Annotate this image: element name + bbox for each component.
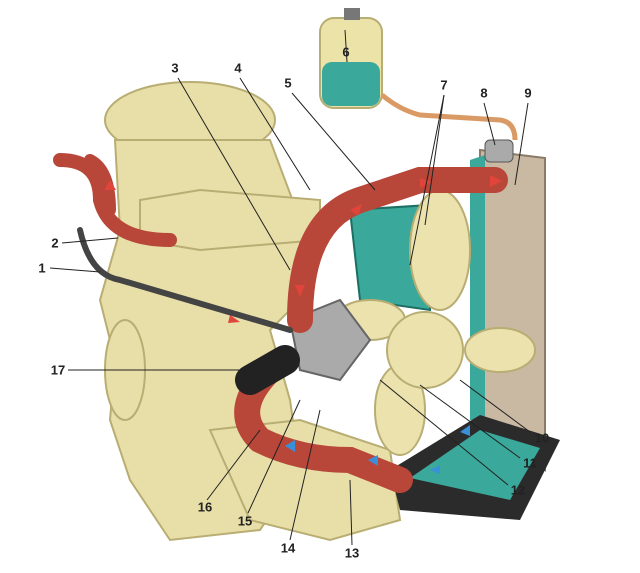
callout-10: 10	[534, 430, 550, 446]
callout-13: 13	[344, 545, 360, 561]
radiator	[390, 139, 560, 520]
callout-6: 6	[342, 44, 350, 60]
callout-12: 12	[510, 482, 526, 498]
callout-15: 15	[237, 513, 253, 529]
heater-pipe	[77, 227, 293, 333]
callout-14: 14	[280, 540, 296, 556]
callout-17: 17	[50, 362, 66, 378]
fan	[334, 189, 536, 456]
callout-9: 9	[524, 85, 532, 101]
tank-hose	[380, 93, 518, 141]
heater-hose-2	[84, 154, 116, 216]
callout-16: 16	[197, 499, 213, 515]
callout-3: 3	[171, 60, 179, 76]
leader-lines	[49, 29, 531, 546]
callout-1: 1	[38, 260, 46, 276]
callout-5: 5	[284, 75, 292, 91]
flow-arrows	[104, 175, 502, 474]
callout-7: 7	[440, 77, 448, 93]
callout-2: 2	[51, 235, 59, 251]
bypass-hose	[235, 345, 300, 395]
callout-11: 11	[523, 455, 537, 471]
expansion-tank	[319, 8, 383, 109]
callout-8: 8	[480, 85, 488, 101]
callout-4: 4	[234, 60, 242, 76]
heater-hose	[53, 153, 177, 247]
thermostat	[348, 203, 431, 312]
